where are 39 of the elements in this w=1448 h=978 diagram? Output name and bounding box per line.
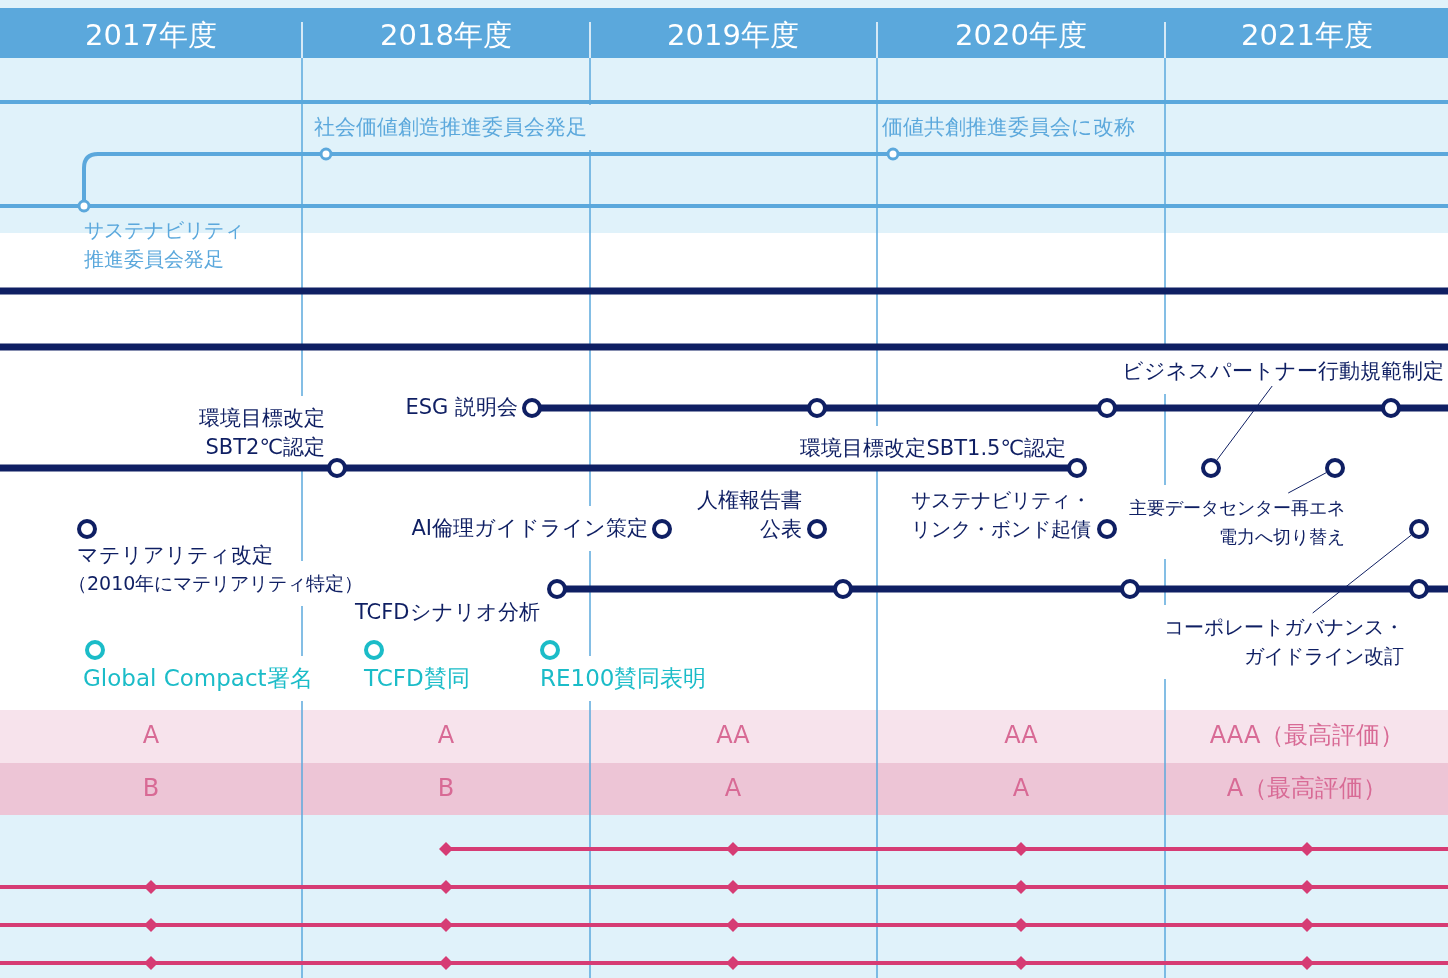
event-label: サステナビリティ・リンク・ボンド起債 — [910, 487, 1091, 543]
event-label: 価値共創推進委員会に改称 — [882, 114, 1135, 141]
year-header: 2019年度 — [667, 17, 799, 54]
event-label: 人権報告書公表 — [696, 487, 802, 543]
event-label: 環境目標改定SBT2℃認定 — [198, 405, 325, 461]
milestone-circle — [1201, 458, 1221, 478]
event-label: 環境目標改定SBT1.5℃認定 — [800, 435, 1066, 462]
rating-value: AA — [1004, 721, 1038, 750]
rating-value: AAA（最高評価） — [1209, 721, 1405, 750]
rating-value: A — [142, 721, 160, 750]
event-label: マテリアリティ改定 — [77, 542, 273, 569]
year-header: 2021年度 — [1241, 17, 1373, 54]
event-label: ESG 説明会 — [405, 394, 518, 421]
event-label: RE100賛同表明 — [540, 664, 707, 693]
event-label: Global Compact署名 — [83, 664, 313, 693]
event-label: TCFDシナリオ分析 — [355, 599, 540, 626]
year-header: 2018年度 — [380, 17, 512, 54]
rating-value: AA — [716, 721, 750, 750]
year-header: 2020年度 — [955, 17, 1087, 54]
rating-value: A — [437, 721, 455, 750]
rating-value: A — [1012, 774, 1030, 803]
leader-line — [1312, 534, 1412, 614]
leader-line — [1216, 385, 1273, 461]
rating-value: B — [142, 774, 160, 803]
event-label: 社会価値創造推進委員会発足 — [314, 114, 587, 141]
event-note: （2010年にマテリアリティ特定） — [68, 571, 364, 596]
milestone-circle — [1325, 458, 1345, 478]
milestone-circle — [1409, 519, 1429, 539]
event-label: AI倫理ガイドライン策定 — [411, 515, 648, 542]
event-label: 主要データセンター再エネ電力へ切り替え — [1123, 493, 1345, 551]
rating-value: A — [724, 774, 742, 803]
year-header: 2017年度 — [85, 17, 217, 54]
event-label: サステナビリティ推進委員会発足 — [84, 217, 245, 273]
event-label: TCFD賛同 — [364, 664, 470, 693]
event-label: コーポレートガバナンス・ガイドライン改訂 — [1148, 613, 1404, 671]
rating-value: A（最高評価） — [1226, 774, 1388, 803]
rating-value: B — [437, 774, 455, 803]
event-label: ビジネスパートナー行動規範制定 — [1122, 357, 1444, 386]
leader-line — [1287, 472, 1327, 494]
